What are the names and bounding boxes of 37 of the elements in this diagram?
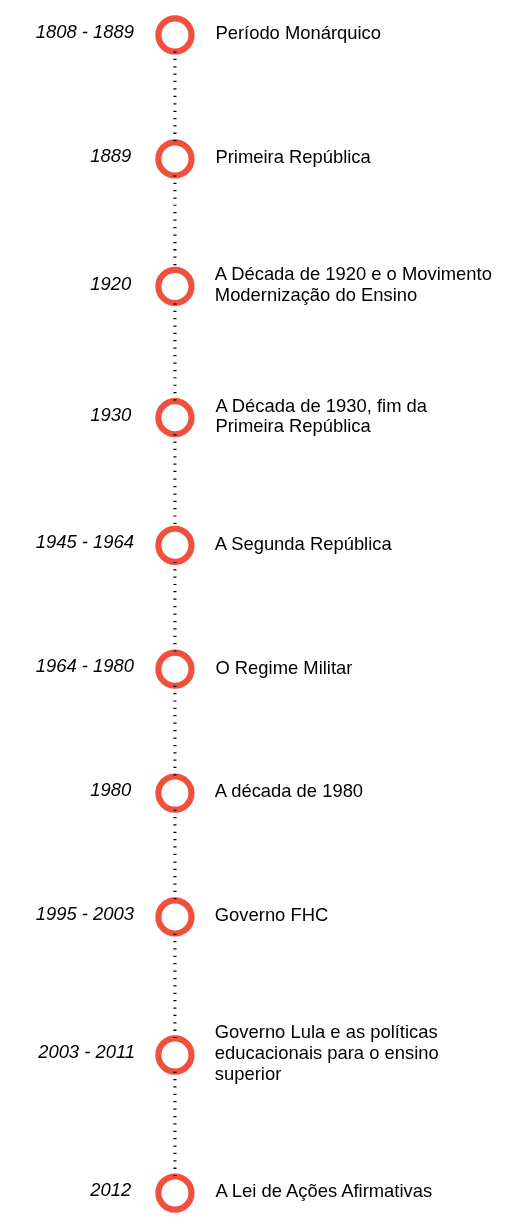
node-label: 1964 - 1980 xyxy=(35,655,134,677)
node-label: 1995 - 2003 xyxy=(35,903,134,925)
node-label: 1945 - 1964 xyxy=(35,531,134,553)
node-label: 2003 - 2011 xyxy=(37,1041,135,1063)
connector xyxy=(172,303,176,401)
node-circle xyxy=(154,1173,195,1213)
node-label: Governo FHC xyxy=(214,904,328,926)
node-label: 1980 xyxy=(89,779,131,801)
node-label: Primeira República xyxy=(214,146,371,168)
node-circle xyxy=(154,649,195,689)
node-label: Governo Lula e as políticas educacionais para o ensino superior xyxy=(214,1021,439,1085)
node-circle xyxy=(154,139,195,179)
connector xyxy=(172,685,176,777)
connector xyxy=(172,51,176,143)
node-circle xyxy=(154,773,195,813)
connector xyxy=(172,933,176,1039)
node-label: A Década de 1930, fim da Primeira República xyxy=(214,394,427,437)
node-circle xyxy=(154,266,195,307)
connector xyxy=(172,1071,176,1177)
node-circle xyxy=(154,897,195,937)
node-circle xyxy=(154,15,195,55)
node-label: 2012 xyxy=(89,1179,131,1201)
node-circle xyxy=(154,1035,195,1075)
node-label: 1889 xyxy=(89,144,131,166)
node-label: 1920 xyxy=(89,272,131,294)
node-circle xyxy=(154,398,195,438)
node-label: A década de 1980 xyxy=(214,780,363,802)
node-label: O Regime Militar xyxy=(214,656,352,678)
connector xyxy=(172,809,176,901)
node-label: A Década de 1920 e o Movimento Modernização do Ensino xyxy=(214,263,492,306)
node-label: A Segunda República xyxy=(214,532,392,554)
node-label: A Lei de Ações Afirmativas xyxy=(214,1180,432,1202)
connector xyxy=(172,561,176,653)
node-label: Período Monárquico xyxy=(214,22,381,44)
node-label: 1930 xyxy=(89,403,131,425)
node-circle xyxy=(154,525,195,565)
node-label: 1808 - 1889 xyxy=(35,21,134,43)
